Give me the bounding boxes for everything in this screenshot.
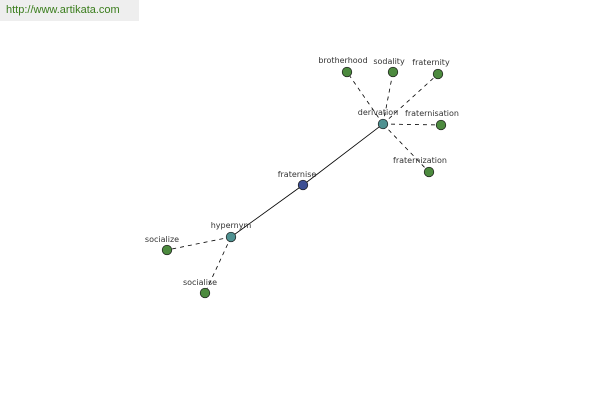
node-label-derivation: derivation xyxy=(358,108,398,117)
graph-labels: fraternise derivation hypernym brotherhood s… xyxy=(145,56,459,287)
node-derivation[interactable] xyxy=(377,118,389,130)
node-label-fraternisation: fraternisation xyxy=(405,109,459,118)
node-label-brotherhood: brotherhood xyxy=(318,56,367,65)
edge-derivation-sodality xyxy=(382,71,394,125)
graph-edges xyxy=(166,71,442,294)
node-label-socialize: socialize xyxy=(145,235,179,244)
node-socialize[interactable] xyxy=(161,244,173,256)
edge-derivation-fraternization xyxy=(382,123,430,173)
node-fraternisation[interactable] xyxy=(435,119,447,131)
edge-derivation-fraternisation xyxy=(382,123,442,126)
node-label-socialise: socialise xyxy=(183,278,217,287)
edge-fraternise-derivation xyxy=(302,123,384,186)
graph-nodes xyxy=(161,66,447,299)
node-socialise[interactable] xyxy=(199,287,211,299)
node-label-hypernym: hypernym xyxy=(211,221,252,230)
node-fraternise[interactable] xyxy=(297,179,309,191)
node-label-sodality: sodality xyxy=(373,57,405,66)
node-label-fraternization: fraternization xyxy=(393,156,447,165)
node-fraternity[interactable] xyxy=(432,68,444,80)
edge-derivation-brotherhood xyxy=(346,71,384,125)
node-label-fraternity: fraternity xyxy=(412,58,450,67)
url-banner: http://www.artikata.com xyxy=(0,0,139,21)
edge-fraternise-hypernym xyxy=(230,184,304,238)
node-label-fraternise: fraternise xyxy=(278,170,317,179)
edge-hypernym-socialize xyxy=(166,236,232,251)
node-hypernym[interactable] xyxy=(225,231,237,243)
edge-hypernym-socialise xyxy=(204,236,232,294)
node-sodality[interactable] xyxy=(387,66,399,78)
node-brotherhood[interactable] xyxy=(341,66,353,78)
node-fraternization[interactable] xyxy=(423,166,435,178)
site-url-link[interactable]: http://www.artikata.com xyxy=(6,4,120,16)
